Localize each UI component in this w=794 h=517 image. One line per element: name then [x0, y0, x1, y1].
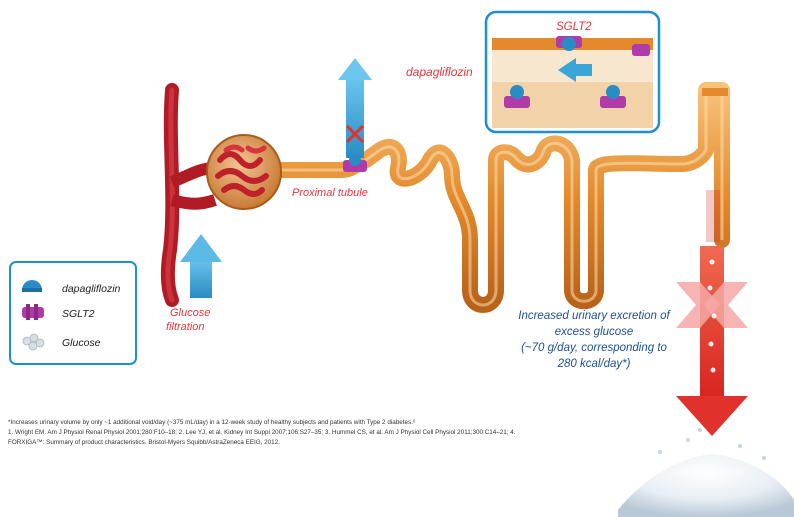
- excretion-label-2: excess glucose: [555, 326, 634, 338]
- excretion-label-3: (~70 g/day, corresponding to: [521, 342, 667, 354]
- sglt2-label: SGLT2: [556, 21, 592, 33]
- excretion-label-1: Increased urinary excretion of: [518, 310, 671, 322]
- proximal-tubule-label: Proximal tubule: [292, 187, 368, 199]
- footnote-references-cont: FORXIGA™: Summary of product characteris…: [8, 439, 280, 446]
- footnote-asterisk: *Increases urinary volume by only ~1 add…: [8, 419, 416, 426]
- legend: dapagliflozin SGLT2 Glucose: [9, 261, 137, 365]
- legend-glucose-label: Glucose: [62, 337, 101, 349]
- glucose-pile: [618, 428, 794, 517]
- legend-sglt2-label: SGLT2: [62, 308, 95, 320]
- footnotes: *Increases urinary volume by only ~1 add…: [8, 418, 538, 448]
- sglt2-inset: [484, 10, 661, 134]
- nephron-tubule: [267, 82, 730, 313]
- glucose-icon: [22, 333, 45, 351]
- legend-dapagliflozin-label: dapagliflozin: [62, 283, 121, 295]
- blocked-reabsorption-arrow: [338, 58, 372, 172]
- sglt2-icon: [22, 304, 44, 320]
- blood-vessels: [160, 83, 217, 307]
- glomerulus: [206, 134, 282, 210]
- dapagliflozin-label: dapagliflozin: [406, 65, 473, 79]
- excretion-label-4: 280 kcal/day*): [557, 358, 631, 370]
- glucose-filtration-arrow: [180, 234, 222, 298]
- sglt2-icon-tubule: [343, 154, 367, 172]
- glucose-filtration-label-1: Glucose: [170, 307, 210, 319]
- dapagliflozin-icon: [22, 280, 42, 292]
- footnote-references: 1. Wright EM. Am J Physiol Renal Physiol…: [8, 429, 516, 436]
- glucose-filtration-label-2: filtration: [166, 321, 205, 333]
- urinary-excretion-arrow: [676, 246, 748, 436]
- block-x-icon: [345, 124, 365, 144]
